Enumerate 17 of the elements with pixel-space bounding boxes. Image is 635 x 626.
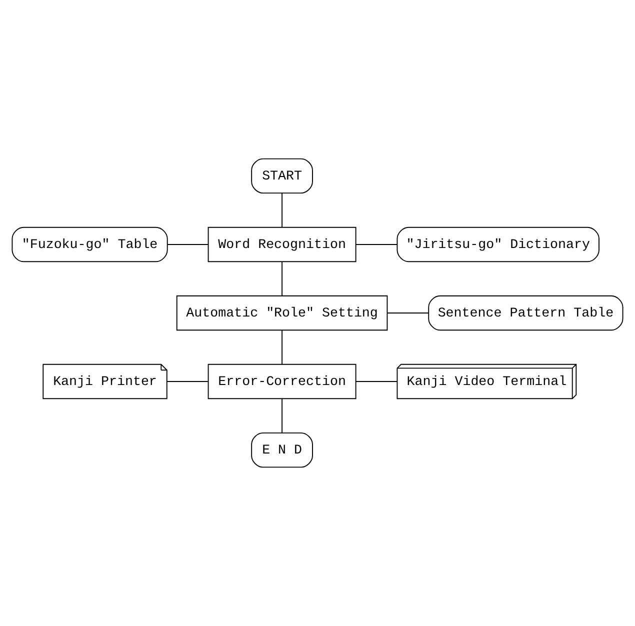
connector	[166, 381, 208, 382]
connector	[282, 261, 283, 296]
node-box: E N D	[251, 432, 313, 468]
connector	[167, 244, 209, 245]
node-box: "Fuzoku-go" Table	[12, 226, 168, 262]
connector	[356, 381, 398, 382]
node-box: Error-Correction	[208, 364, 356, 400]
connector	[282, 192, 283, 228]
node-box: START	[251, 158, 313, 194]
connector	[282, 330, 283, 365]
node-box: Automatic "Role" Setting	[176, 295, 388, 331]
node-box: "Jiritsu-go" Dictionary	[396, 226, 600, 262]
connector	[386, 312, 430, 314]
connector	[355, 244, 398, 245]
node-box: Word Recognition	[208, 226, 356, 262]
connector	[282, 398, 283, 434]
node-box: Sentence Pattern Table	[428, 295, 624, 331]
